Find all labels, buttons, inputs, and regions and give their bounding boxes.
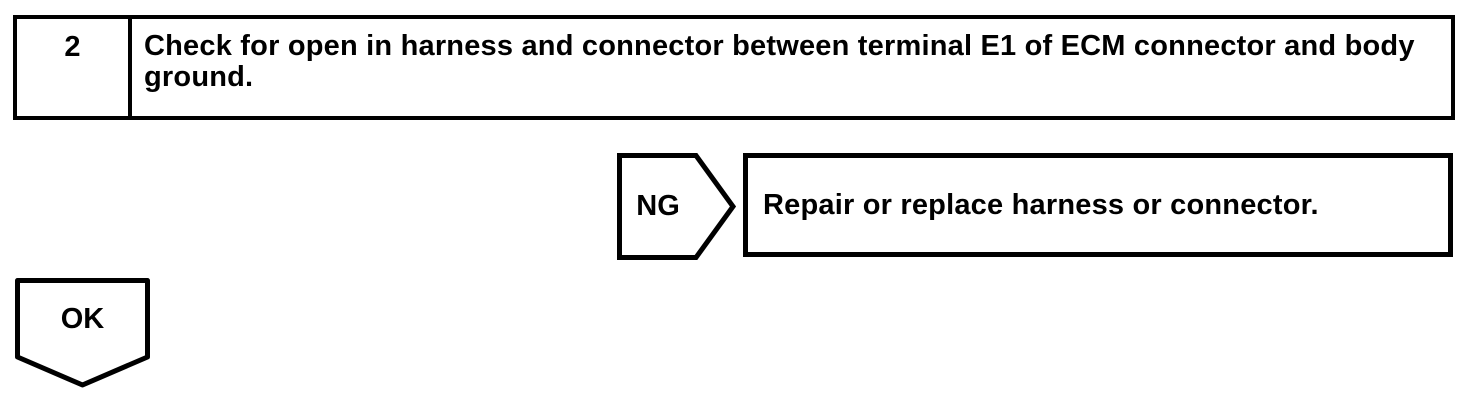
ng-pentagon-arrow-icon <box>617 153 736 260</box>
ok-label: OK <box>60 302 105 335</box>
ok-pentagon-arrow-icon <box>15 278 150 388</box>
step-number: 2 <box>17 19 132 116</box>
ng-connector: NG <box>617 153 736 260</box>
ng-label: NG <box>636 190 680 222</box>
ng-action-text: Repair or replace harness or connector. <box>763 188 1319 221</box>
ok-connector: OK <box>15 278 150 388</box>
step-box: 2 Check for open in harness and connecto… <box>13 15 1455 120</box>
ng-action-box: Repair or replace harness or connector. <box>743 153 1453 257</box>
step-instruction: Check for open in harness and connector … <box>144 30 1415 93</box>
